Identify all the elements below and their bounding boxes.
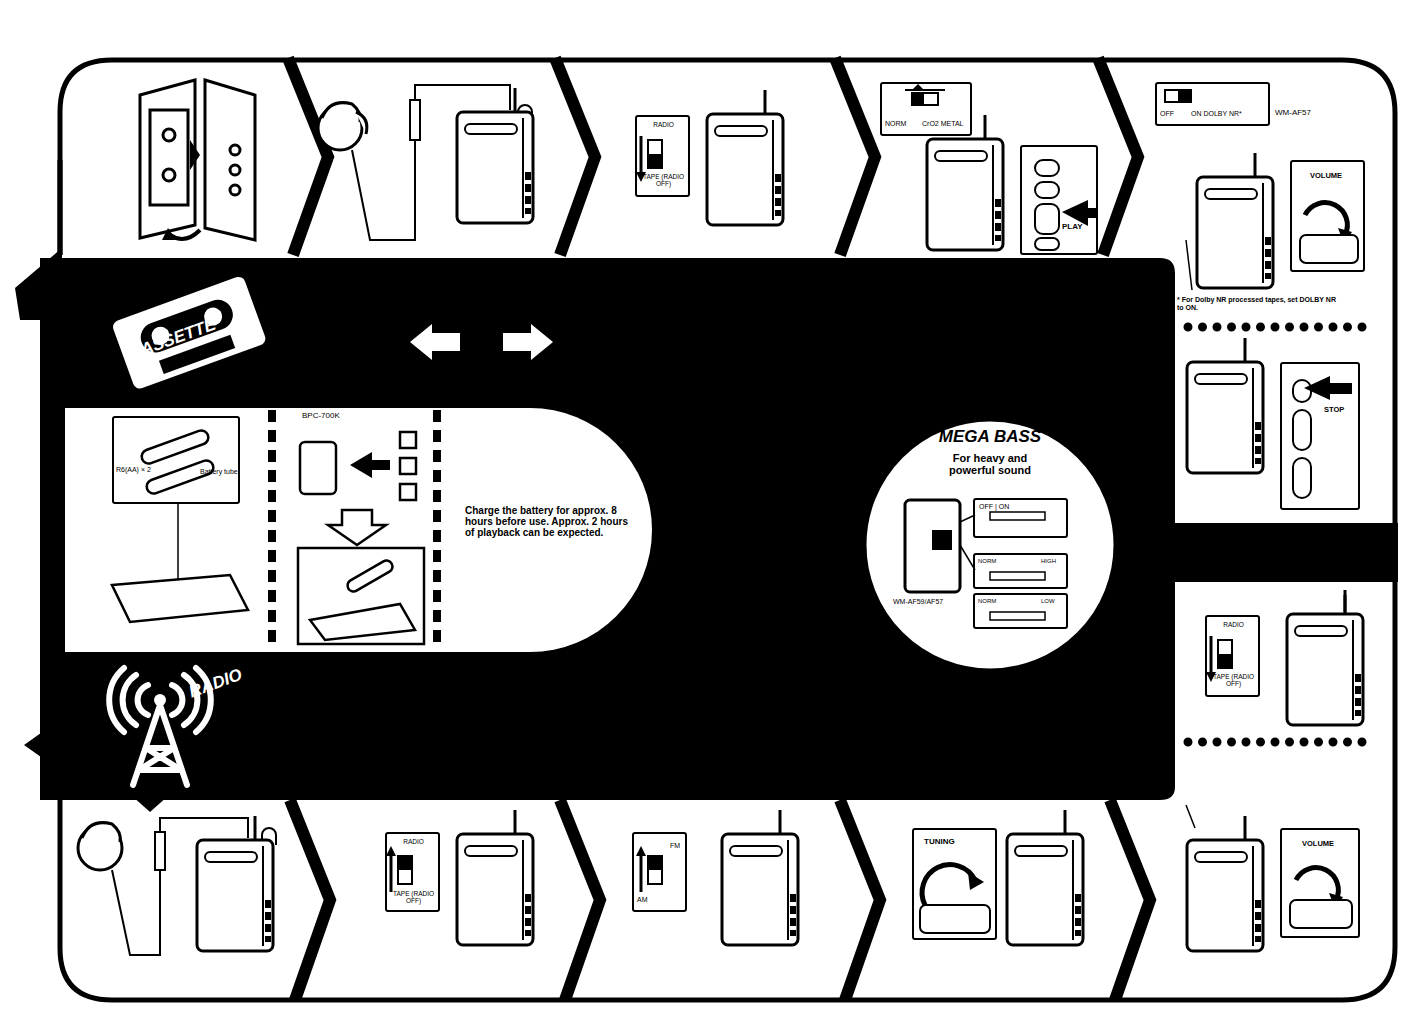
switch-callout: TAPE (RADIO OFF) RADIO bbox=[635, 115, 690, 197]
node-text: NORM bbox=[978, 598, 996, 605]
button-callout: STOP bbox=[1280, 362, 1360, 510]
node-subtext: Battery tube bbox=[200, 468, 240, 476]
node-text: CASSETTE bbox=[127, 288, 293, 364]
node-text: RADIO bbox=[187, 650, 287, 702]
node-subtext: For heavy and powerful sound bbox=[935, 452, 1045, 476]
note-text: * For Dolby NR processed tapes, set DOLB… bbox=[1177, 296, 1342, 312]
mode-band: RADIO bbox=[100, 650, 290, 780]
node-subtext: LOW bbox=[1041, 598, 1055, 605]
switch-callout: NORM LOW bbox=[973, 593, 1068, 629]
node-subtext: ON DOLBY NR* bbox=[1191, 110, 1269, 118]
node-text: VOLUME bbox=[1310, 172, 1342, 180]
node-subtext: HIGH bbox=[1041, 558, 1056, 565]
model-label: WM-AF59/AF57 bbox=[893, 598, 943, 606]
node-text: TUNING bbox=[924, 838, 955, 847]
node-text: TAPE (RADIO OFF) bbox=[639, 173, 688, 187]
switch-callout: AM FM bbox=[632, 832, 687, 912]
node-text: BPC-700K bbox=[302, 412, 340, 421]
switch-callout: OFF ON DOLBY NR* bbox=[1155, 82, 1270, 126]
knob-callout: VOLUME bbox=[1280, 828, 1360, 938]
knob-callout: TUNING bbox=[912, 828, 997, 940]
node-text: TAPE (RADIO OFF) bbox=[389, 890, 438, 904]
node-text: Charge the battery for approx. 8 hours b… bbox=[465, 505, 633, 538]
switch-callout: TAPE (RADIO OFF) RADIO bbox=[385, 832, 440, 912]
node-text: AM bbox=[637, 896, 648, 904]
node-subtext: FM bbox=[670, 842, 680, 850]
charger-panel: BPC-700K bbox=[282, 410, 432, 650]
switch-callout: OFF | ON bbox=[973, 498, 1068, 538]
node-text: STOP bbox=[1324, 406, 1344, 414]
node-text: OFF bbox=[1160, 110, 1174, 118]
note-panel: Charge the battery for approx. 8 hours b… bbox=[465, 505, 633, 580]
switch-callout: NORM CrO2 METAL bbox=[880, 82, 972, 136]
node-text: NORM bbox=[978, 558, 996, 565]
switch-callout: TAPE (RADIO OFF) RADIO bbox=[1205, 615, 1260, 697]
node-text: MEGA BASS bbox=[865, 428, 1115, 447]
battery-callout: R6(AA) × 2 Battery tube bbox=[112, 416, 240, 504]
node-subtext: CrO2 METAL bbox=[922, 120, 972, 128]
node-text: TAPE (RADIO OFF) bbox=[1209, 673, 1258, 687]
knob-callout: VOLUME bbox=[1290, 160, 1365, 272]
model-label: WM-AF57 bbox=[1275, 108, 1311, 117]
node-text: OFF | ON bbox=[979, 503, 1009, 511]
node-text: NORM bbox=[885, 120, 906, 128]
node-text: VOLUME bbox=[1302, 840, 1334, 848]
node-text: PLAY bbox=[1062, 223, 1083, 232]
node-subtext: RADIO bbox=[639, 121, 688, 128]
feature-circle: MEGA BASS For heavy and powerful soundOFF… bbox=[865, 420, 1115, 670]
node-subtext: RADIO bbox=[1209, 621, 1258, 628]
node-text: R6(AA) × 2 bbox=[116, 466, 176, 474]
button-callout: PLAY bbox=[1020, 145, 1098, 255]
node-subtext: RADIO bbox=[389, 838, 438, 845]
switch-callout: NORM HIGH bbox=[973, 553, 1068, 589]
mode-band: CASSETTE bbox=[100, 280, 290, 405]
